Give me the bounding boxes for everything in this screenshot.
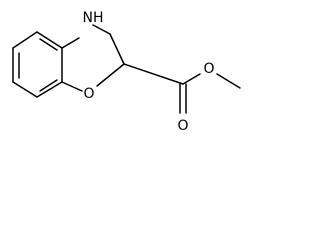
bond-c2-o bbox=[96, 63, 125, 87]
bond-n-c3 bbox=[92, 24, 111, 35]
bond-o-c8 bbox=[61, 81, 83, 92]
bond-carbonyl-c-ester-o bbox=[182, 73, 201, 85]
bond-c4a-c5 bbox=[12, 31, 38, 49]
bond-c8a-n bbox=[61, 37, 80, 49]
aromatic-double-bond-3 bbox=[39, 38, 58, 51]
oxazine-ring bbox=[61, 24, 125, 92]
nh-label: NH bbox=[83, 10, 104, 26]
benzene-ring bbox=[12, 31, 63, 98]
bond-c7-c8 bbox=[36, 81, 63, 98]
bond-c8a-c4a bbox=[36, 31, 63, 49]
bond-c6-c7 bbox=[12, 81, 38, 98]
aromatic-double-bond-2 bbox=[39, 79, 58, 92]
carbonyl-oxygen-label: O bbox=[177, 118, 188, 134]
bond-ester-o-methyl bbox=[216, 73, 241, 89]
chemical-structure: NH O O O bbox=[12, 10, 241, 134]
bond-c3-c2 bbox=[109, 33, 125, 65]
ester-oxygen-label: O bbox=[203, 61, 214, 77]
ring-oxygen-label: O bbox=[83, 86, 94, 102]
methyl-ester-group bbox=[123, 63, 241, 114]
bond-c2-carbonyl-c bbox=[123, 63, 184, 85]
